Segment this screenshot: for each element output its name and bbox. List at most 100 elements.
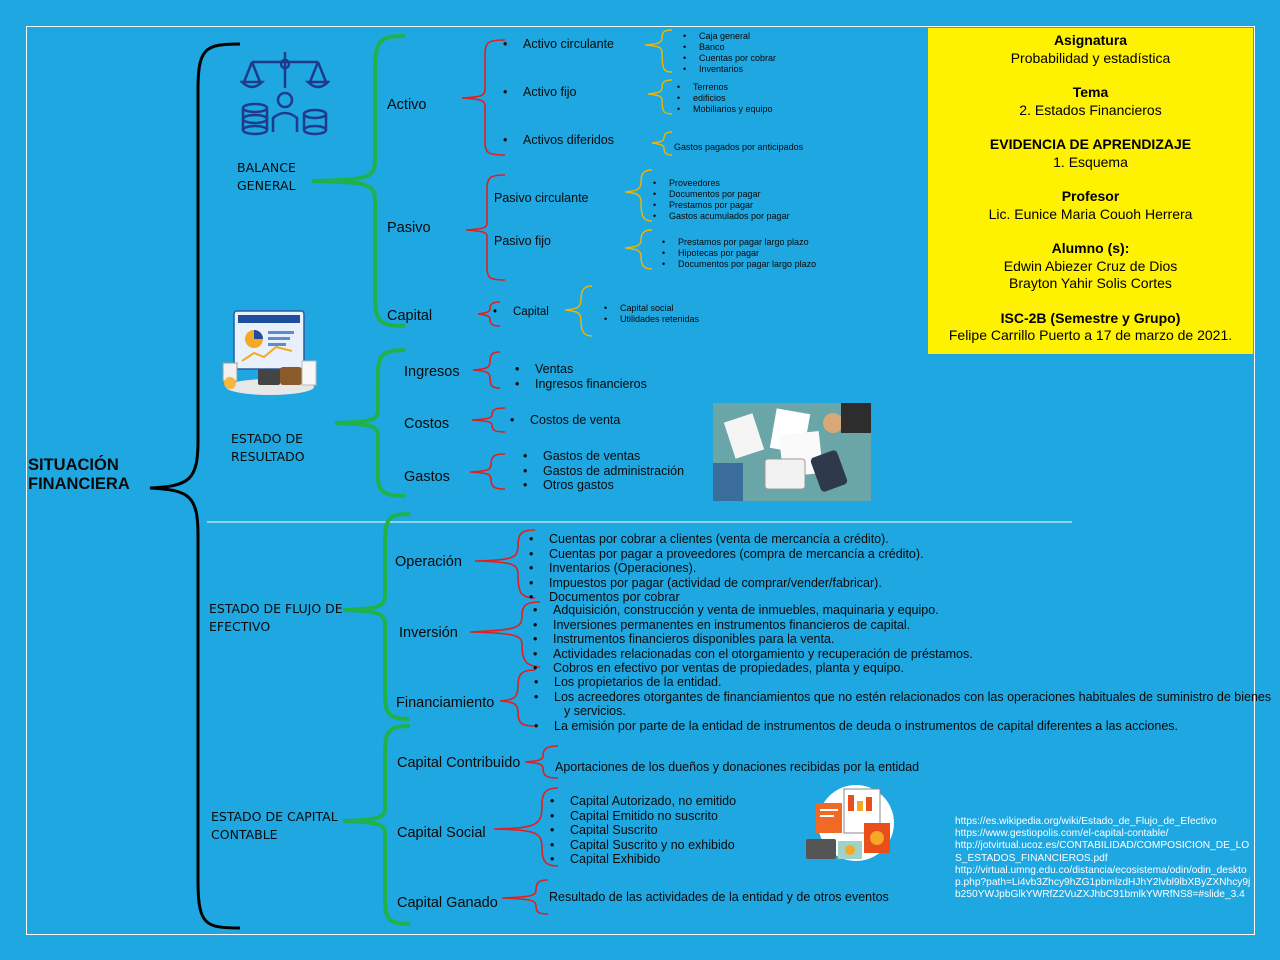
brace-inversion	[469, 601, 541, 668]
ingresos-label: Ingresos	[404, 364, 460, 380]
list-item: Utilidades retenidas	[604, 314, 699, 325]
lugar-fecha: Felipe Carrillo Puerto a 17 de marzo de …	[948, 327, 1233, 343]
inversion-label: Inversión	[399, 625, 458, 641]
alumno-name: Brayton Yahir Solis Cortes	[1009, 275, 1172, 291]
capital-ganado-item: Resultado de las actividades de la entid…	[549, 890, 889, 904]
capital-ganado-label: Capital Ganado	[397, 895, 498, 911]
brace-capital-items	[564, 285, 593, 337]
section-label-line: GENERAL	[237, 178, 296, 193]
inversion-items: Adquisición, construcción y venta de inm…	[533, 603, 973, 676]
info-box: Asignatura Probabilidad y estadística Te…	[928, 28, 1253, 354]
brace-gastos	[469, 453, 506, 490]
list-item: Cuentas por cobrar	[683, 53, 776, 64]
brace-financiamiento	[499, 669, 536, 727]
brace-capital	[342, 724, 411, 926]
brace-flujo	[342, 512, 411, 721]
capital-social-label: Capital Social	[397, 825, 486, 841]
list-item: Terrenos	[677, 82, 773, 93]
section-label-line: ESTADO DE FLUJO DE	[209, 601, 343, 616]
reference-link[interactable]: https://es.wikipedia.org/wiki/Estado_de_…	[955, 816, 1217, 827]
list-item: Mobiliarios y equipo	[677, 104, 772, 115]
financiamiento-label: Financiamiento	[396, 695, 495, 711]
activo-fijo-items: Terrenos edificios Mobiliarios y equipo	[677, 82, 773, 115]
brace-ingresos	[472, 351, 501, 389]
pasivo-label: Pasivo	[387, 220, 431, 236]
list-item: Capital Autorizado, no emitido	[550, 794, 736, 809]
activo-circulante-items: Caja general Banco Cuentas por cobrar In…	[683, 31, 776, 75]
brace-pasivo-fijo	[624, 229, 653, 270]
section-flujo-efectivo: ESTADO DE FLUJO DE EFECTIVO	[209, 600, 343, 636]
asignatura-label: Asignatura	[1053, 32, 1128, 48]
list-item: Documentos por pagar	[653, 189, 790, 200]
activo-label: Activo	[387, 97, 427, 113]
content-frame	[26, 26, 1255, 935]
main-title: SITUACIÓN FINANCIERA	[28, 456, 130, 494]
activo-circulante-label: Activo circulante	[503, 37, 614, 51]
activos-diferidos: Activos diferidos	[503, 133, 614, 147]
operacion-label: Operación	[395, 554, 462, 570]
capital-sub-label: Capital	[493, 306, 549, 318]
list-item: Capital Suscrito y no exhibido	[550, 838, 736, 853]
list-item: Hipotecas por pagar	[662, 248, 816, 259]
profesor-value: Lic. Eunice Maria Couoh Herrera	[988, 205, 1193, 222]
list-item: Instrumentos financieros disponibles par…	[533, 632, 973, 647]
reference-link[interactable]: http://jotvirtual.ucoz.es/CONTABILIDAD/C…	[955, 840, 1250, 864]
brace-ganado	[501, 879, 549, 915]
brace-costos	[471, 407, 506, 433]
brace-contribuido	[524, 745, 559, 779]
list-item: Documentos por cobrar	[529, 590, 924, 605]
asignatura-value: Probabilidad y estadística	[1010, 49, 1171, 66]
evidencia-value: 1. Esquema	[1053, 153, 1128, 170]
financiamiento-items: Los propietarios de la entidad. Los acre…	[534, 675, 1271, 734]
brace-main	[149, 42, 241, 930]
pasivo-fijo-label: Pasivo fijo	[494, 234, 551, 248]
activos-diferidos-item: Gastos pagados por anticipados	[674, 142, 804, 152]
list-item: edificios	[677, 93, 773, 104]
reference-link[interactable]: https://www.gestiopolis.com/el-capital-c…	[955, 828, 1169, 840]
list-item: Prestamos por pagar largo plazo	[662, 237, 816, 248]
evidencia-label: EVIDENCIA DE APRENDIZAJE	[989, 136, 1192, 152]
list-item: Proveedores	[653, 178, 790, 189]
section-label-line: RESULTADO	[231, 449, 305, 464]
section-label-line: CONTABLE	[211, 827, 278, 842]
reference-link[interactable]: http://virtual.umng.edu.co/distancia/eco…	[955, 864, 1251, 901]
list-item: Inventarios (Operaciones).	[529, 561, 924, 576]
brace-activos-diferidos	[651, 131, 673, 156]
pasivo-circulante-label: Pasivo circulante	[494, 191, 589, 205]
capital-contribuido-item: Aportaciones de los dueños y donaciones …	[555, 760, 920, 774]
list-item: La emisión por parte de la entidad de in…	[534, 719, 1271, 734]
gastos-items: Gastos de ventas Gastos de administració…	[523, 449, 684, 493]
list-item: Gastos de ventas	[523, 449, 684, 464]
brace-activo-fijo	[647, 79, 673, 115]
references: https://es.wikipedia.org/wiki/Estado_de_…	[955, 816, 1251, 901]
list-item: Los acreedores otorgantes de financiamie…	[534, 690, 1271, 705]
list-item: Impuestos por pagar (actividad de compra…	[529, 576, 924, 591]
list-item: Capital social	[604, 303, 699, 314]
dashboard-report-icon	[222, 310, 317, 395]
main-title-line-2: FINANCIERA	[28, 475, 130, 493]
list-item: Ventas	[515, 362, 647, 377]
brace-social	[493, 787, 559, 867]
alumnos-label: Alumno (s):	[1051, 240, 1130, 256]
pasivo-circulante-items: Proveedores Documentos por pagar Prestam…	[653, 178, 790, 222]
section-balance-general: BALANCE GENERAL	[237, 159, 296, 195]
grupo-label: ISC-2B (Semestre y Grupo)	[1000, 309, 1181, 326]
capital-sub: Capital	[493, 306, 549, 318]
capital-contribuido-label: Capital Contribuido	[397, 755, 521, 771]
brace-activo	[461, 39, 506, 156]
list-item: Los propietarios de la entidad.	[534, 675, 1271, 690]
section-label-line: BALANCE	[237, 160, 296, 175]
brace-balance	[311, 34, 406, 328]
brace-operacion	[474, 529, 536, 599]
brace-capital-small	[477, 301, 501, 327]
list-item: Prestamos por pagar	[653, 200, 790, 211]
list-item: Adquisición, construcción y venta de inm…	[533, 603, 973, 618]
list-item: Gastos de administración	[523, 464, 684, 479]
activos-diferidos-label: Activos diferidos	[503, 133, 614, 147]
gastos-label: Gastos	[404, 469, 450, 485]
section-estado-resultado: ESTADO DE RESULTADO	[231, 430, 305, 466]
section-capital-contable: ESTADO DE CAPITAL CONTABLE	[211, 808, 338, 844]
brace-pasivo	[465, 174, 506, 281]
list-item: Otros gastos	[523, 478, 684, 493]
